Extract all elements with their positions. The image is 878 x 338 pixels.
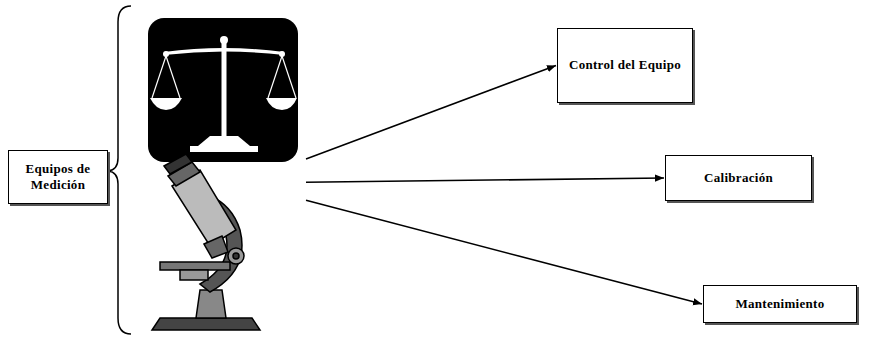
process-box: Mantenimiento	[703, 285, 857, 323]
curly-brace	[108, 6, 131, 334]
equipment-group: Equipos de Medición	[6, 4, 306, 334]
process-box: Calibración	[665, 155, 812, 201]
box-label: Mantenimiento	[735, 296, 824, 312]
group-label: Equipos de Medición	[8, 150, 108, 205]
arrow-connector	[306, 66, 556, 160]
box-label: Control del Equipo	[569, 57, 681, 73]
process-box: Control del Equipo	[557, 28, 693, 103]
microscope-icon	[152, 154, 260, 330]
box-label: Calibración	[704, 170, 773, 186]
balance-icon	[148, 18, 298, 162]
arrow-connector	[306, 178, 664, 182]
arrow-connector	[306, 200, 702, 304]
